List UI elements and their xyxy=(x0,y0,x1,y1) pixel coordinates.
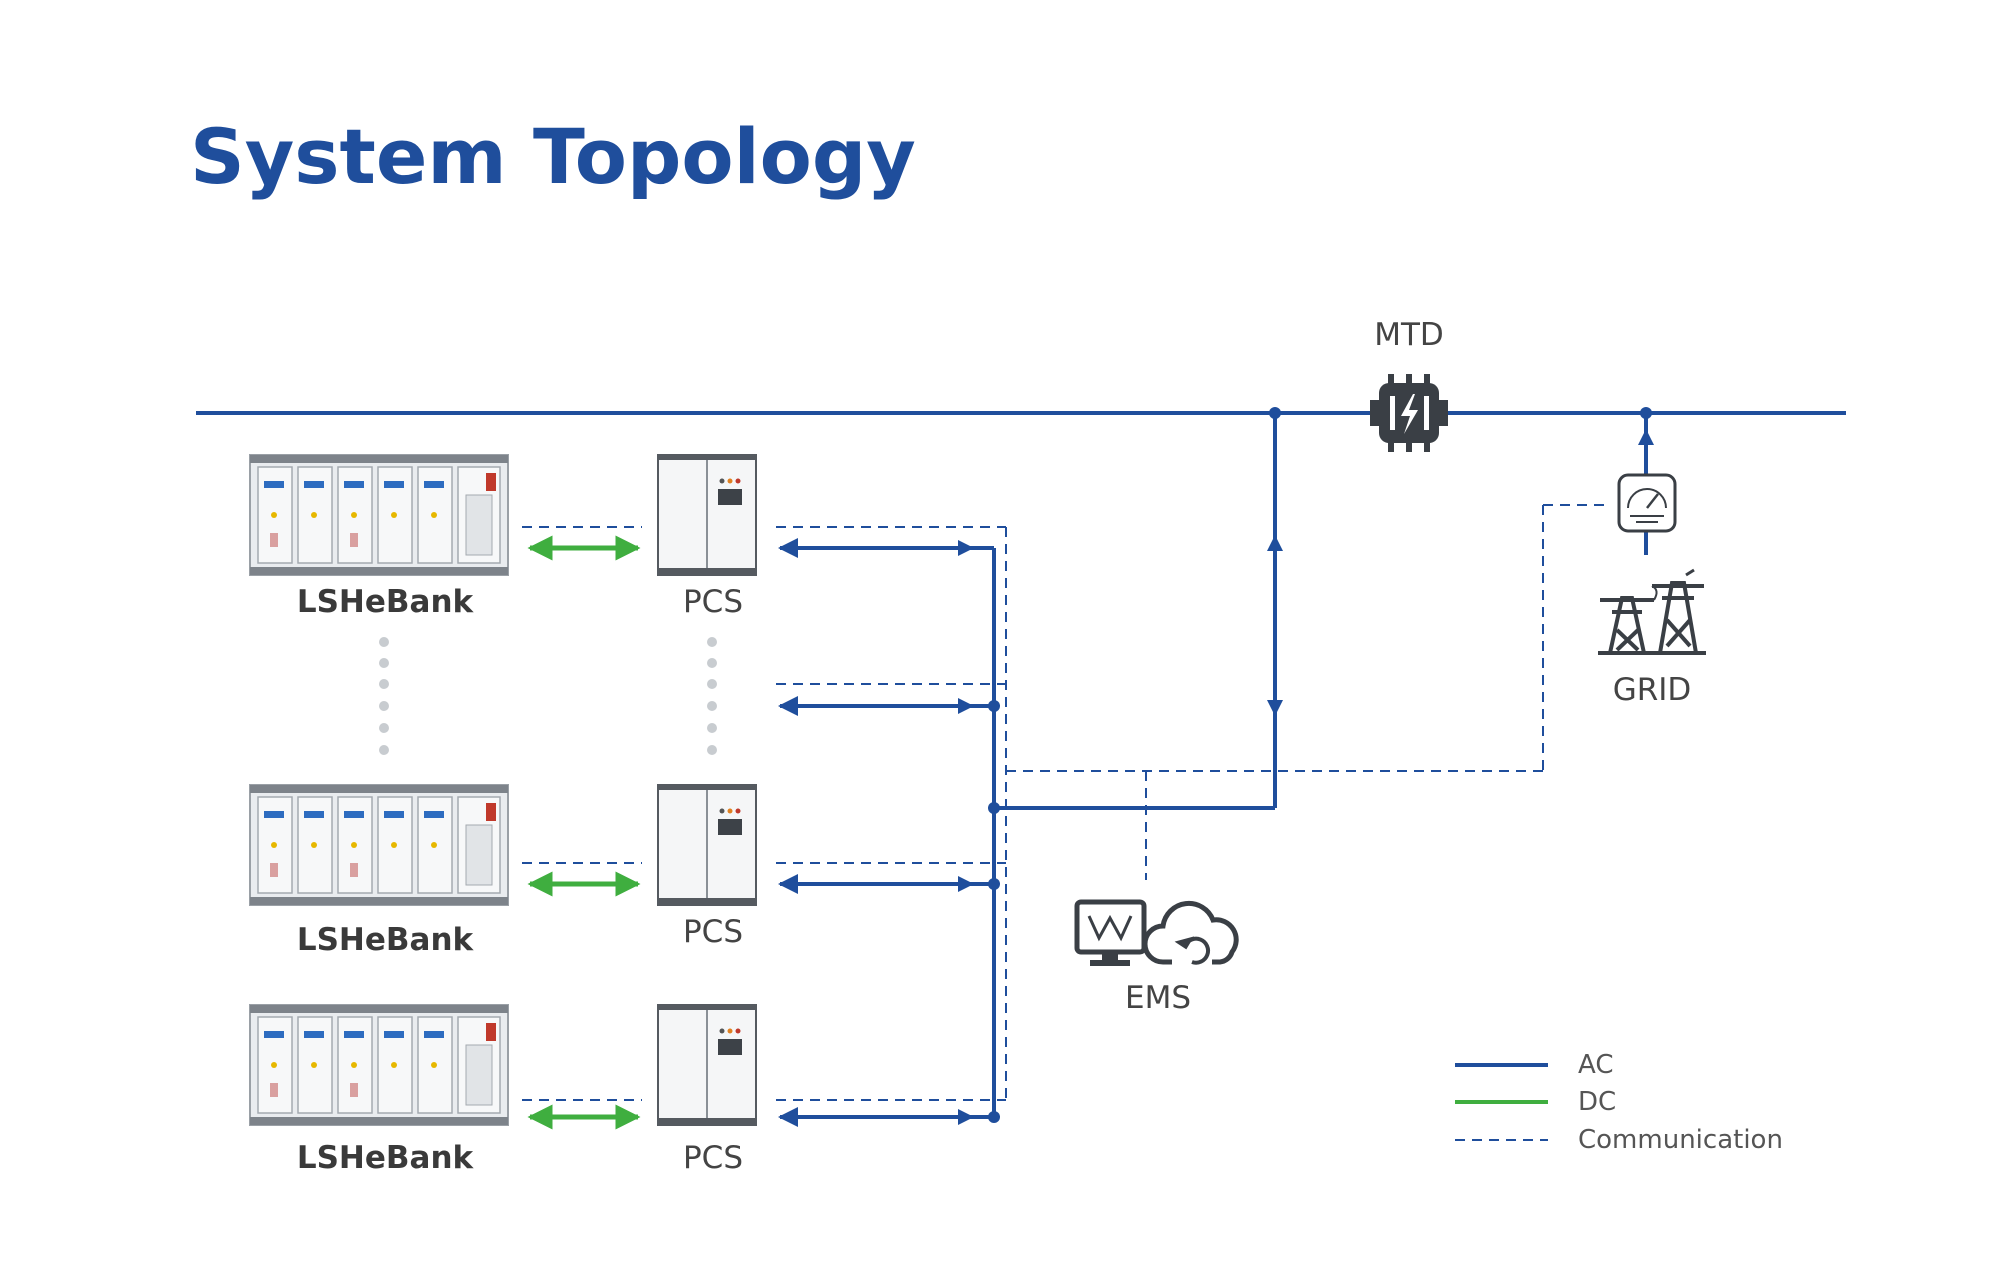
battery-cabinet-icon xyxy=(249,1004,509,1126)
pcs-cabinet-2 xyxy=(657,784,757,906)
battery-cabinet-icon xyxy=(249,454,509,576)
transformer-icon xyxy=(1370,374,1448,452)
battery-cabinet-1 xyxy=(249,454,509,576)
battery-cabinet-3 xyxy=(249,1004,509,1126)
dc-lines xyxy=(527,535,641,1130)
transmission-tower-icon xyxy=(1598,568,1706,655)
battery-cabinet-2 xyxy=(249,784,509,906)
battery-label-1: LSHeBank xyxy=(297,584,475,620)
pcs-cabinet-icon xyxy=(657,784,757,906)
mtd-label: MTD xyxy=(1374,317,1444,353)
grid-label: GRID xyxy=(1613,672,1692,708)
battery-label-3: LSHeBank xyxy=(297,1140,475,1176)
pcs-cabinet-1 xyxy=(657,454,757,576)
legend-comm-label: Communication xyxy=(1578,1125,1783,1155)
monitor-icon xyxy=(1074,899,1147,966)
cloud-icon xyxy=(1142,900,1239,965)
legend-dc-label: DC xyxy=(1578,1087,1616,1117)
communication-lines xyxy=(522,504,1610,1101)
battery-label-2: LSHeBank xyxy=(297,922,475,958)
pcs-label-1: PCS xyxy=(683,584,743,620)
battery-ellipsis xyxy=(379,637,389,755)
ems-label: EMS xyxy=(1125,980,1191,1016)
meter-icon xyxy=(1617,473,1677,533)
pcs-label-3: PCS xyxy=(683,1140,743,1176)
pcs-cabinet-3 xyxy=(657,1004,757,1126)
battery-cabinet-icon xyxy=(249,784,509,906)
pcs-label-2: PCS xyxy=(683,914,743,950)
ac-lines xyxy=(196,407,1846,1127)
pcs-cabinet-icon xyxy=(657,1004,757,1126)
pcs-ellipsis xyxy=(707,637,717,755)
legend: AC DC Communication xyxy=(1455,1050,1783,1155)
page-title: System Topology xyxy=(190,112,916,201)
legend-ac-label: AC xyxy=(1578,1050,1613,1080)
pcs-cabinet-icon xyxy=(657,454,757,576)
